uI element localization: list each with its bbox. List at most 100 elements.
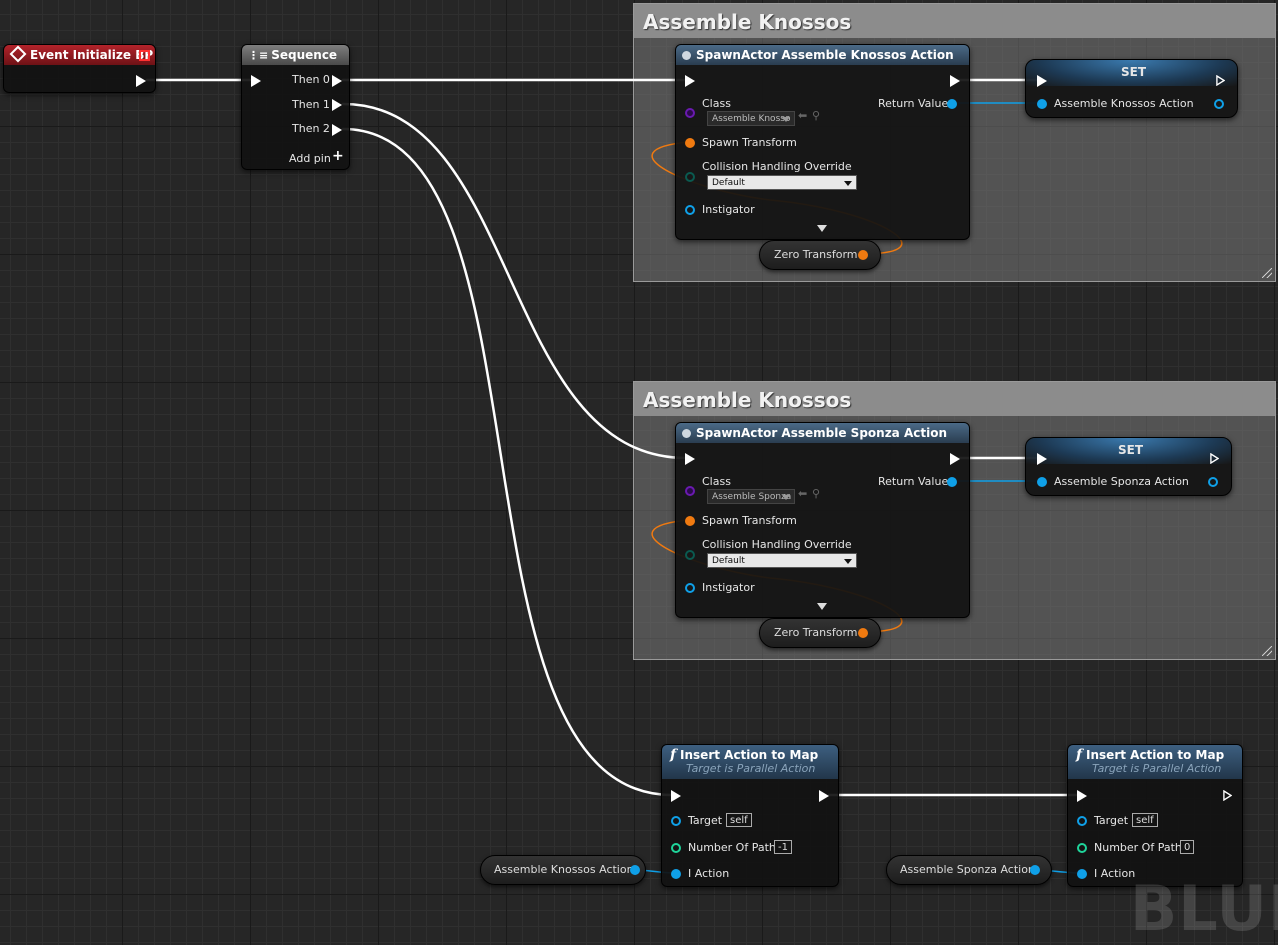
exec-out-pin[interactable]	[1216, 75, 1225, 86]
delegate-pin-icon[interactable]	[139, 50, 150, 61]
insert-node-title: Insert Action to Map	[1086, 748, 1225, 762]
set-var-label: Assemble Knossos Action	[1054, 97, 1194, 110]
expand-arrow-icon[interactable]	[817, 603, 827, 610]
class-dropdown-value: Assemble Knosso	[712, 114, 791, 124]
spawn-node-header[interactable]: SpawnActor Assemble Knossos Action	[676, 45, 969, 65]
set-node-header[interactable]	[1026, 60, 1237, 86]
exec-out-pin[interactable]	[1223, 790, 1232, 801]
collision-dropdown[interactable]: Default	[707, 175, 857, 190]
resize-grip-icon[interactable]	[1262, 268, 1272, 278]
function-icon: f	[670, 747, 677, 763]
exec-wire	[341, 102, 688, 460]
set-value-in-pin[interactable]	[1037, 477, 1047, 487]
sequence-node[interactable]: ⋮≡Sequence Then 0 Then 1 Then 2 Add pin …	[241, 44, 350, 170]
class-pin[interactable]	[685, 108, 695, 118]
then-1-pin[interactable]	[332, 99, 342, 111]
spawn-actor-knossos-node[interactable]: SpawnActor Assemble Knossos Action Class…	[675, 44, 970, 240]
exec-out-pin[interactable]	[950, 453, 960, 465]
exec-in-pin[interactable]	[251, 75, 261, 87]
spawn-node-header[interactable]: SpawnActor Assemble Sponza Action	[676, 423, 969, 443]
chevron-down-icon	[844, 181, 852, 186]
browse-icon[interactable]: ⚲	[812, 487, 821, 500]
number-of-path-pin[interactable]	[671, 843, 681, 853]
number-of-path-pin[interactable]	[1077, 843, 1087, 853]
plus-icon[interactable]: +	[332, 148, 344, 164]
use-selected-icon[interactable]: ⬅	[798, 109, 808, 122]
use-selected-icon[interactable]: ⬅	[798, 487, 808, 500]
target-label: Target	[1094, 814, 1129, 827]
set-node-header[interactable]	[1026, 438, 1231, 464]
set-value-out-pin[interactable]	[1214, 99, 1224, 109]
event-initialize-node[interactable]: Event Initialize BP	[3, 44, 156, 93]
return-value-pin[interactable]	[947, 477, 957, 487]
set-knossos-node[interactable]: SET Assemble Knossos Action	[1025, 59, 1238, 118]
instigator-pin[interactable]	[685, 205, 695, 215]
spawn-actor-sponza-node[interactable]: SpawnActor Assemble Sponza Action Class …	[675, 422, 970, 618]
spawn-node-title: SpawnActor Assemble Sponza Action	[696, 426, 947, 440]
exec-in-pin[interactable]	[1037, 75, 1047, 87]
getter-out-pin[interactable]	[1030, 865, 1040, 875]
browse-icon[interactable]: ⚲	[812, 109, 821, 122]
i-action-pin[interactable]	[671, 869, 681, 879]
exec-out-pin[interactable]	[950, 75, 960, 87]
exec-out-pin[interactable]	[136, 75, 146, 87]
exec-in-pin[interactable]	[685, 75, 695, 87]
zero-transform-label: Zero Transform	[774, 248, 858, 261]
zero-transform-node[interactable]: Zero Transform	[759, 618, 881, 648]
exec-in-pin[interactable]	[671, 790, 681, 802]
return-value-pin[interactable]	[947, 99, 957, 109]
then-0-pin[interactable]	[332, 75, 342, 87]
exec-out-pin[interactable]	[819, 790, 829, 802]
spawn-transform-pin[interactable]	[685, 516, 695, 526]
then-0-label: Then 0	[292, 73, 330, 86]
exec-in-pin[interactable]	[1037, 453, 1047, 465]
zero-transform-out-pin[interactable]	[858, 250, 868, 260]
get-sponza-action-node[interactable]: Assemble Sponza Action	[886, 855, 1052, 885]
get-knossos-action-node[interactable]: Assemble Knossos Action	[480, 855, 646, 885]
class-dropdown[interactable]: Assemble Sponza	[707, 489, 795, 504]
exec-out-pin[interactable]	[1210, 453, 1219, 464]
spawn-icon	[682, 429, 691, 438]
getter-out-pin[interactable]	[630, 865, 640, 875]
zero-transform-out-pin[interactable]	[858, 628, 868, 638]
set-var-label: Assemble Sponza Action	[1054, 475, 1189, 488]
comment-title[interactable]: Assemble Knossos	[634, 382, 1275, 416]
spawn-transform-pin[interactable]	[685, 138, 695, 148]
number-of-path-label: Number Of Path	[1094, 841, 1182, 854]
set-value-out-pin[interactable]	[1208, 477, 1218, 487]
zero-transform-node[interactable]: Zero Transform	[759, 240, 881, 270]
number-of-path-input[interactable]: 0	[1180, 840, 1195, 854]
resize-grip-icon[interactable]	[1262, 646, 1272, 656]
set-sponza-node[interactable]: SET Assemble Sponza Action	[1025, 437, 1232, 496]
class-pin[interactable]	[685, 486, 695, 496]
target-pin[interactable]	[1077, 816, 1087, 826]
i-action-pin[interactable]	[1077, 869, 1087, 879]
target-value[interactable]: self	[726, 813, 752, 827]
return-value-label: Return Value	[878, 97, 949, 110]
instigator-pin[interactable]	[685, 583, 695, 593]
collision-pin[interactable]	[685, 550, 695, 560]
sequence-title: Sequence	[271, 48, 338, 62]
class-dropdown[interactable]: Assemble Knosso	[707, 111, 795, 126]
target-value[interactable]: self	[1132, 813, 1158, 827]
set-value-in-pin[interactable]	[1037, 99, 1047, 109]
sequence-node-header[interactable]: ⋮≡Sequence	[242, 45, 349, 65]
collision-pin[interactable]	[685, 172, 695, 182]
comment-title[interactable]: Assemble Knossos	[634, 4, 1275, 38]
exec-in-pin[interactable]	[685, 453, 695, 465]
target-pin[interactable]	[671, 816, 681, 826]
number-of-path-input[interactable]: -1	[774, 840, 792, 854]
collision-dropdown[interactable]: Default	[707, 553, 857, 568]
sequence-icon: ⋮≡	[248, 49, 269, 62]
expand-arrow-icon[interactable]	[817, 225, 827, 232]
add-pin-button[interactable]: Add pin	[289, 152, 331, 165]
target-label: Target	[688, 814, 723, 827]
blueprint-watermark: BLUEP	[1130, 872, 1278, 945]
then-2-pin[interactable]	[332, 124, 342, 136]
exec-in-pin[interactable]	[1077, 790, 1087, 802]
event-node-header[interactable]: Event Initialize BP	[4, 45, 155, 65]
